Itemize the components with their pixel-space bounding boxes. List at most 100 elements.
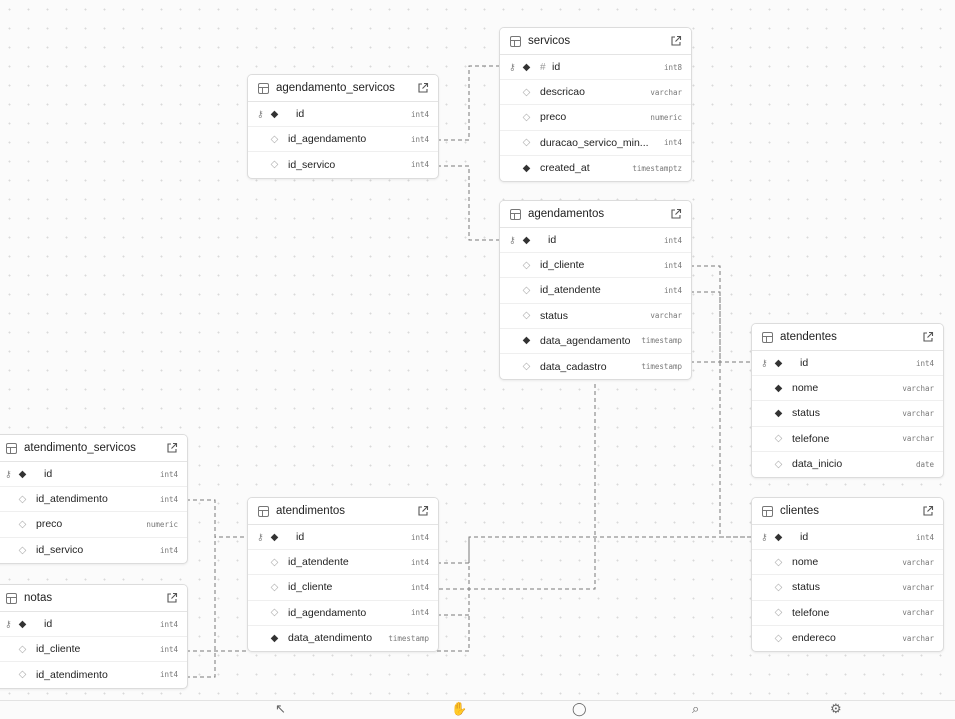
filled-diamond-icon: ◆ <box>774 382 783 394</box>
empty-diamond-icon: ◇ <box>18 643 27 655</box>
table-header[interactable]: agendamento_servicos <box>248 75 438 102</box>
table-name: atendimentos <box>276 505 346 517</box>
table-header[interactable]: atendentes <box>752 324 943 351</box>
external-link-icon[interactable] <box>670 35 682 47</box>
column-type: int4 <box>159 469 178 479</box>
table-header[interactable]: servicos <box>500 28 691 55</box>
column-type: numeric <box>146 519 178 529</box>
filled-diamond-icon: ◆ <box>18 618 27 630</box>
column-name: id_agendamento <box>288 606 367 619</box>
column-name: id <box>552 61 561 74</box>
table-icon <box>510 208 521 220</box>
bottom-toolbar: ↖ ✋ ◯ ⌕ ⚙ <box>0 700 955 719</box>
column-name: id <box>800 531 809 544</box>
key-icon: ⚷ <box>257 108 264 119</box>
table-header[interactable]: notas <box>0 585 187 612</box>
table-icon <box>510 35 521 47</box>
relationship-line <box>437 615 470 652</box>
settings-icon[interactable]: ⚙ <box>830 701 842 716</box>
column-name: id_cliente <box>540 259 585 272</box>
table-header[interactable]: agendamentos <box>500 201 691 228</box>
table-header[interactable]: clientes <box>752 498 943 525</box>
column-row[interactable]: ◇duracao_servico_min...int4 <box>500 131 691 156</box>
filled-diamond-icon: ◆ <box>774 357 783 369</box>
table-icon <box>6 592 17 604</box>
column-name: id <box>44 618 53 631</box>
empty-diamond-icon: ◇ <box>774 433 783 445</box>
external-link-icon[interactable] <box>417 82 429 94</box>
column-type: int4 <box>663 235 682 245</box>
key-icon: ⚷ <box>509 234 516 245</box>
external-link-icon[interactable] <box>922 505 934 517</box>
table-header[interactable]: atendimentos <box>248 498 438 525</box>
column-type: varchar <box>650 87 682 97</box>
column-name: preco <box>540 111 567 124</box>
empty-diamond-icon: ◇ <box>18 518 27 530</box>
column-name: id_servico <box>36 544 84 557</box>
relationship-line <box>437 384 596 590</box>
external-link-icon[interactable] <box>166 442 178 454</box>
filled-diamond-icon: ◆ <box>522 335 531 347</box>
external-link-icon[interactable] <box>166 592 178 604</box>
hand-tool-icon[interactable]: ✋ <box>451 701 468 716</box>
external-link-icon[interactable] <box>922 331 934 343</box>
column-name: id_cliente <box>288 581 333 594</box>
pointer-tool-icon[interactable]: ↖ <box>275 701 286 716</box>
empty-diamond-icon: ◇ <box>18 493 27 505</box>
external-link-icon[interactable] <box>417 505 429 517</box>
external-link-icon[interactable] <box>670 208 682 220</box>
column-name: id_atendimento <box>36 493 108 506</box>
table-header[interactable]: atendimento_servicos <box>0 435 187 462</box>
column-name: duracao_servico_min... <box>540 136 649 149</box>
fit-view-icon[interactable]: ◯ <box>572 701 587 716</box>
filled-diamond-icon: ◆ <box>522 162 531 174</box>
relationship-line <box>437 65 499 141</box>
relationship-line <box>437 165 499 241</box>
key-icon: ⚷ <box>5 468 12 479</box>
zoom-icon[interactable]: ⌕ <box>692 701 700 716</box>
